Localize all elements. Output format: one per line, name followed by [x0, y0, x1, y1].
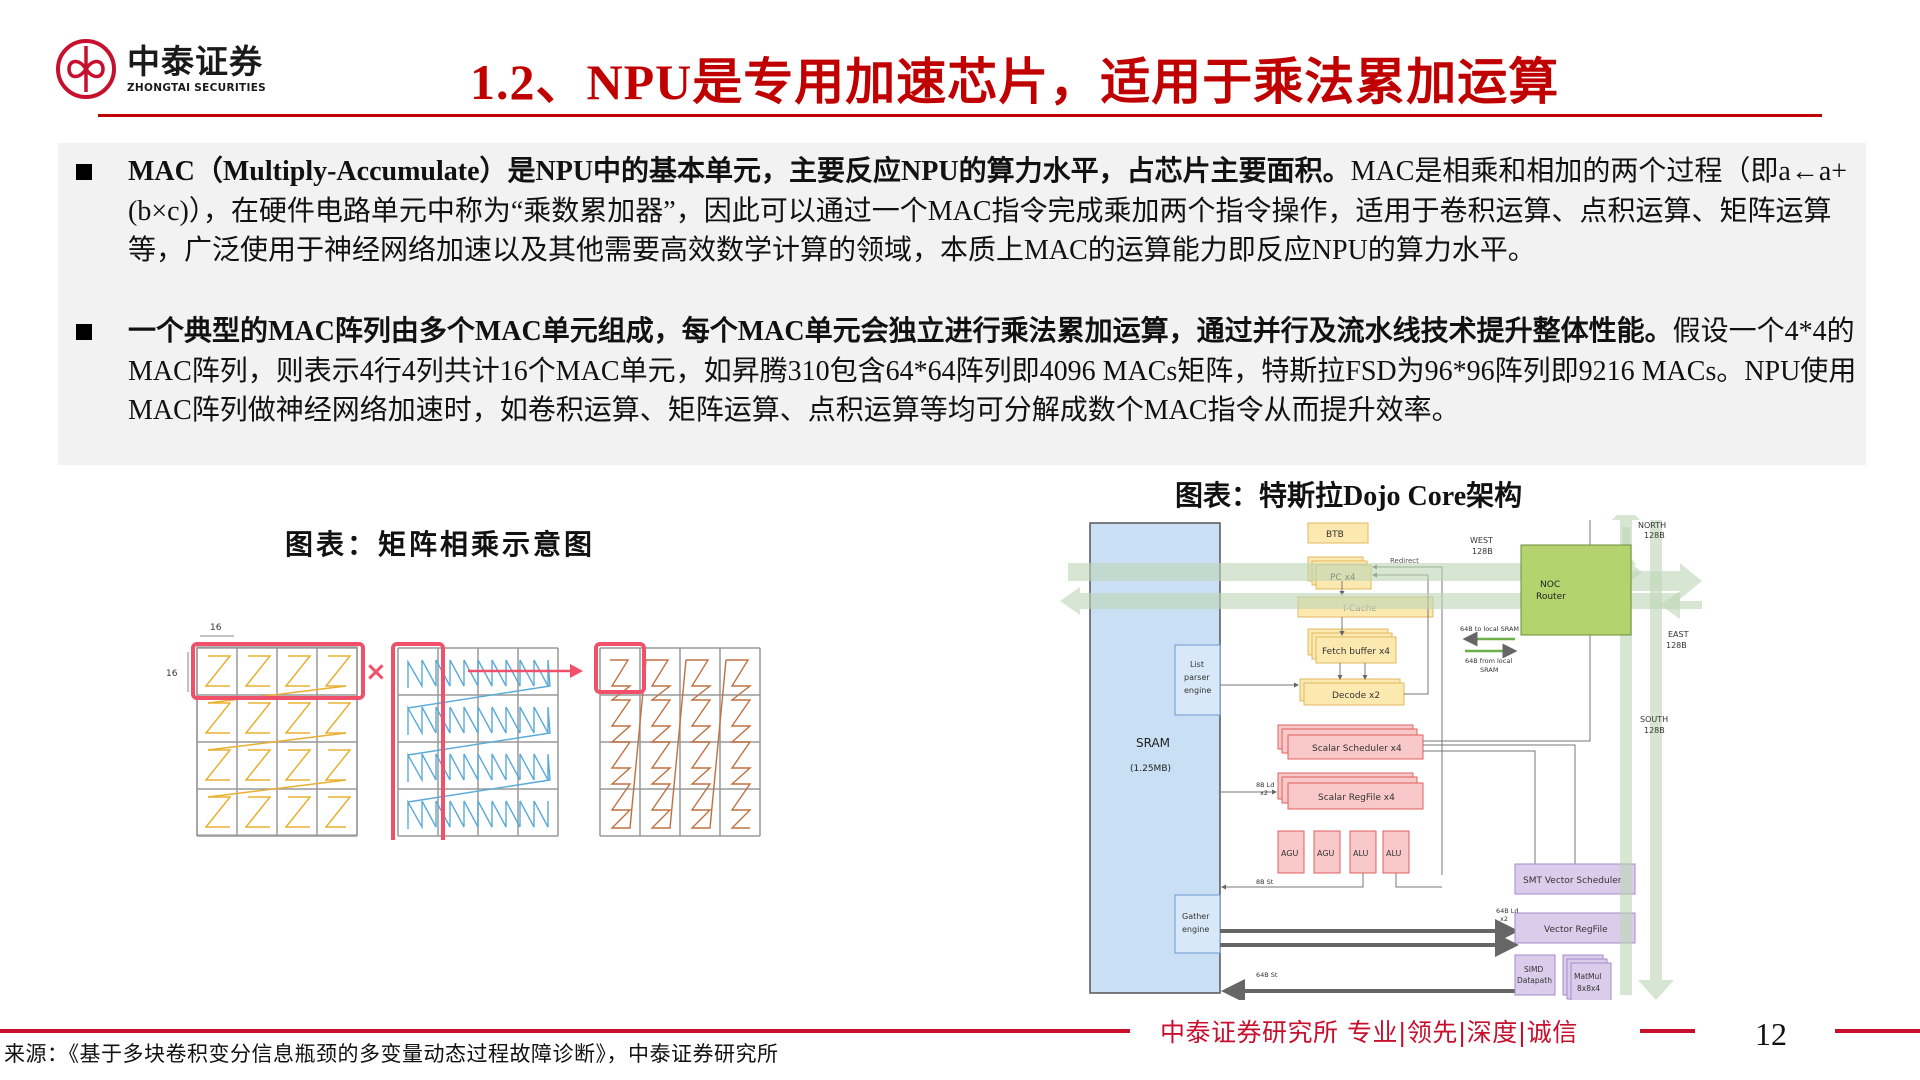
footer-brand-slogan: 中泰证券研究所 专业|领先|深度|诚信: [1160, 1018, 1578, 1047]
noc-router: [1520, 544, 1632, 636]
svg-text:EAST: EAST: [1668, 630, 1689, 639]
svg-text:SRAM: SRAM: [1480, 666, 1498, 674]
svg-text:AGU: AGU: [1281, 849, 1299, 858]
paragraph-1-bold: MAC（Multiply-Accumulate）是NPU中的基本单元，主要反应N…: [128, 156, 1351, 187]
svg-text:SOUTH: SOUTH: [1640, 715, 1668, 724]
svg-text:128B: 128B: [1644, 531, 1665, 540]
agu-unit-2: [1313, 830, 1341, 874]
svg-text:Scalar RegFile x4: Scalar RegFile x4: [1318, 793, 1395, 803]
svg-text:8B St: 8B St: [1256, 878, 1274, 886]
paragraph-2-bold: 一个典型的MAC阵列由多个MAC单元组成，每个MAC单元会独立进行乘法累加运算，…: [128, 316, 1673, 347]
footer-divider-right: [1835, 1029, 1920, 1033]
paragraph-1-text: MAC是相乘和相加的两个过程（即a←a+(b×c)），在硬件电路单元中称为“乘数…: [128, 156, 1848, 266]
square-bullet-icon: [76, 164, 92, 180]
svg-text:x2: x2: [1500, 915, 1508, 923]
svg-text:Router: Router: [1536, 592, 1566, 602]
svg-text:SIMD: SIMD: [1524, 965, 1543, 974]
svg-text:List: List: [1190, 660, 1204, 669]
matrix-multiplication-diagram: 16 16 A × B C: [166, 623, 761, 840]
dojo-figure-title: 图表：特斯拉Dojo Core架构: [1175, 481, 1523, 512]
logo-chinese-name: 中泰证券: [127, 42, 263, 81]
list-parser-engine: [1174, 644, 1221, 716]
matrix-b: B: [391, 642, 583, 840]
svg-text:64B Ld: 64B Ld: [1496, 907, 1519, 915]
svg-text:Datapath: Datapath: [1517, 976, 1552, 985]
scalar-scheduler-block: [1287, 734, 1424, 760]
svg-text:(1.25MB): (1.25MB): [1130, 764, 1171, 774]
svg-text:SRAM: SRAM: [1136, 736, 1170, 750]
svg-text:MatMul: MatMul: [1574, 972, 1601, 981]
svg-text:NOC: NOC: [1540, 580, 1560, 590]
svg-text:engine: engine: [1184, 686, 1211, 695]
svg-text:parser: parser: [1184, 673, 1210, 682]
svg-text:16: 16: [210, 623, 222, 633]
title-divider: [98, 114, 1822, 117]
simd-datapath: [1514, 954, 1556, 996]
btb-block: [1307, 522, 1369, 544]
agu-unit-1: [1277, 830, 1305, 874]
source-citation: 来源：《基于多块卷积变分信息瓶颈的多变量动态过程故障诊断》，中泰证券研究所: [4, 1042, 779, 1066]
svg-text:ALU: ALU: [1353, 849, 1369, 858]
svg-text:Redirect: Redirect: [1390, 557, 1419, 565]
svg-text:128B: 128B: [1644, 726, 1665, 735]
dojo-core-architecture-diagram: SRAM (1.25MB) List parser engine Gather …: [1060, 515, 1702, 1000]
vector-regfile: [1514, 912, 1636, 944]
logo-english-name: ZHONGTAI SECURITIES: [127, 82, 267, 94]
multiply-icon: ×: [365, 657, 387, 687]
svg-text:BTB: BTB: [1326, 530, 1344, 540]
gather-engine: [1174, 894, 1221, 954]
svg-text:8x8x4: 8x8x4: [1577, 984, 1600, 993]
svg-text:8B Ld: 8B Ld: [1256, 781, 1274, 789]
svg-text:64B to local SRAM: 64B to local SRAM: [1460, 625, 1519, 633]
svg-text:x2: x2: [1260, 789, 1268, 797]
bullet-paragraph-2: 一个典型的MAC阵列由多个MAC单元组成，每个MAC单元会独立进行乘法累加运算，…: [70, 312, 1860, 431]
svg-text:64B from local: 64B from local: [1465, 657, 1512, 665]
alu-unit-2: [1382, 830, 1410, 874]
smt-vector-scheduler: [1514, 863, 1636, 895]
svg-text:16: 16: [166, 669, 178, 679]
svg-text:Gather: Gather: [1182, 912, 1210, 921]
svg-text:WEST: WEST: [1470, 536, 1493, 545]
svg-text:ALU: ALU: [1386, 849, 1402, 858]
svg-text:Scalar Scheduler x4: Scalar Scheduler x4: [1312, 744, 1402, 754]
alu-unit-1: [1349, 830, 1377, 874]
page-title: 1.2、NPU是专用加速芯片，适用于乘法累加运算: [470, 54, 1560, 110]
matmul-unit: [1570, 962, 1612, 1000]
zhongtai-logo-icon: [56, 39, 116, 99]
matrix-c: C: [594, 642, 761, 837]
bullet-paragraph-1: MAC（Multiply-Accumulate）是NPU中的基本单元，主要反应N…: [70, 152, 1860, 271]
paragraph-2-text: 假设一个4*4的MAC阵列，则表示4行4列共计16个MAC单元，如昇腾310包含…: [128, 316, 1857, 426]
matrix-a: 16 16 A: [166, 623, 365, 837]
company-logo: 中泰证券 ZHONGTAI SECURITIES: [55, 38, 295, 100]
svg-text:Decode x2: Decode x2: [1332, 691, 1380, 701]
svg-text:128B: 128B: [1666, 641, 1687, 650]
summary-box: [58, 143, 1866, 465]
page-number: 12: [1755, 1016, 1787, 1052]
svg-text:engine: engine: [1182, 925, 1209, 934]
footer-divider-mid: [1640, 1029, 1695, 1033]
svg-text:NORTH: NORTH: [1638, 521, 1666, 530]
svg-text:AGU: AGU: [1317, 849, 1335, 858]
fetch-buffer-block: [1315, 636, 1397, 664]
svg-text:Fetch buffer x4: Fetch buffer x4: [1322, 647, 1390, 657]
footer-divider-left: [0, 1029, 1130, 1033]
svg-text:SMT Vector Scheduler: SMT Vector Scheduler: [1523, 876, 1622, 886]
scalar-regfile-block: [1287, 782, 1424, 810]
svg-text:128B: 128B: [1472, 547, 1493, 556]
matrix-figure-title: 图表：矩阵相乘示意图: [285, 530, 596, 561]
square-bullet-icon: [76, 324, 92, 340]
svg-text:Vector RegFile: Vector RegFile: [1544, 925, 1608, 935]
svg-text:64B St: 64B St: [1256, 971, 1278, 979]
